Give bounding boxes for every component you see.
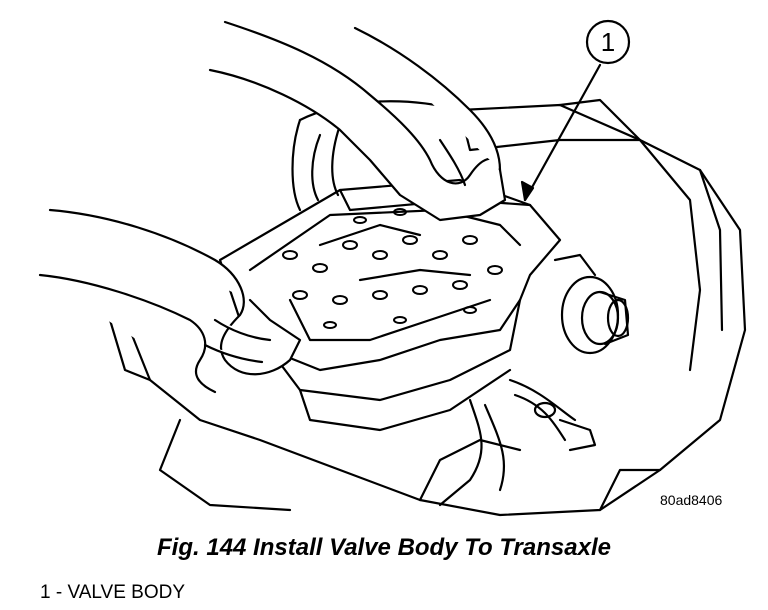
valve-body-illustration: 1 (38, 19, 747, 517)
legend-item: 1 - VALVE BODY (40, 582, 186, 603)
valve-body-bores (282, 204, 503, 329)
wiring-harness (438, 378, 597, 507)
figure-caption: Fig. 144 Install Valve Body To Transaxle (157, 534, 611, 561)
image-code: 80ad8406 (660, 492, 723, 508)
callout-1 (520, 19, 631, 202)
output-shaft (553, 253, 630, 355)
callout-number: 1 (601, 27, 615, 57)
hands-illustration (38, 20, 507, 394)
valve-body (218, 178, 562, 432)
